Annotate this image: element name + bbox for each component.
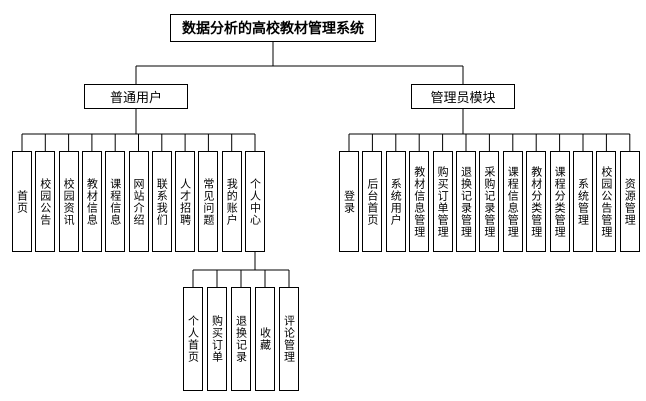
user-leaf-4: 课程信息 <box>105 151 126 252</box>
user-leaf-label: 个人中心 <box>248 177 262 226</box>
user-leaf-label: 课程信息 <box>108 177 122 226</box>
admin-leaf-label: 课程分类管理 <box>553 165 567 238</box>
personal-center-leaf-2: 退换记录 <box>231 287 251 391</box>
personal-center-leaf-label: 购买订单 <box>210 315 224 363</box>
admin-leaf-0: 登录 <box>339 151 359 252</box>
user-leaf-label: 校园资讯 <box>62 177 76 226</box>
admin-leaf-label: 购买订单管理 <box>436 165 450 238</box>
user-leaf-7: 人才招聘 <box>175 151 196 252</box>
admin-leaf-4: 购买订单管理 <box>432 151 453 252</box>
admin-leaf-8: 教材分类管理 <box>526 151 547 252</box>
user-leaf-1: 校园公告 <box>35 151 56 252</box>
personal-center-leaf-label: 个人首页 <box>186 315 200 363</box>
user-leaf-2: 校园资讯 <box>58 151 79 252</box>
root-node: 数据分析的高校教材管理系统 <box>170 14 376 42</box>
admin-leaf-2: 系统用户 <box>385 151 406 252</box>
admin-leaf-label: 后台首页 <box>365 177 379 226</box>
admin-group-node: 管理员模块 <box>411 84 515 109</box>
user-leaf-0: 首页 <box>12 151 32 252</box>
admin-leaf-label: 校园公告管理 <box>599 165 613 238</box>
admin-leaf-6: 采购记录管理 <box>479 151 500 252</box>
user-leaf-5: 网站介绍 <box>128 151 149 252</box>
user-group-label: 普通用户 <box>109 91 162 106</box>
admin-leaf-10: 系统管理 <box>573 151 593 252</box>
user-leaf-label: 首页 <box>15 189 29 214</box>
user-leaf-label: 校园公告 <box>38 177 52 226</box>
personal-center-leaf-label: 评论管理 <box>282 315 296 363</box>
admin-leaf-3: 教材信息管理 <box>409 151 430 252</box>
admin-leaf-label: 登录 <box>342 189 356 214</box>
admin-leaf-label: 系统用户 <box>389 177 403 226</box>
personal-center-leaf-label: 收藏 <box>258 327 272 351</box>
admin-leaf-label: 采购记录管理 <box>482 165 496 238</box>
personal-center-leaf-0: 个人首页 <box>183 287 203 391</box>
user-leaf-3: 教材信息 <box>81 151 102 252</box>
user-leaf-label: 人才招聘 <box>178 177 192 226</box>
user-leaf-8: 常见问题 <box>198 151 219 252</box>
personal-center-leaf-1: 购买订单 <box>207 287 227 391</box>
user-group-node: 普通用户 <box>84 84 188 109</box>
admin-leaf-label: 系统管理 <box>576 177 590 226</box>
admin-leaf-7: 课程信息管理 <box>502 151 523 252</box>
user-leaf-10: 个人中心 <box>245 151 265 252</box>
admin-leaf-label: 课程信息管理 <box>506 165 520 238</box>
personal-center-leaf-4: 评论管理 <box>279 287 299 391</box>
personal-center-leaf-3: 收藏 <box>255 287 275 391</box>
user-leaf-label: 网站介绍 <box>132 177 145 226</box>
root-title: 数据分析的高校教材管理系统 <box>182 21 364 37</box>
user-leaf-6: 联系我们 <box>151 151 172 252</box>
user-leaf-9: 我的账户 <box>221 151 242 252</box>
admin-group-label: 管理员模块 <box>430 91 496 106</box>
user-leaf-label: 常见问题 <box>201 177 215 226</box>
admin-leaf-label: 资源管理 <box>623 177 637 226</box>
admin-leaf-label: 教材分类管理 <box>529 165 543 238</box>
admin-leaf-label: 退换记录管理 <box>459 165 473 238</box>
admin-leaf-1: 后台首页 <box>362 151 383 252</box>
personal-center-leaf-label: 退换记录 <box>234 315 248 363</box>
user-leaf-label: 联系我们 <box>155 177 169 226</box>
user-leaf-label: 教材信息 <box>85 177 99 226</box>
user-leaf-label: 我的账户 <box>225 177 239 226</box>
admin-leaf-label: 教材信息管理 <box>412 165 426 238</box>
admin-leaf-5: 退换记录管理 <box>456 151 476 252</box>
admin-leaf-11: 校园公告管理 <box>596 151 617 252</box>
admin-leaf-9: 课程分类管理 <box>549 151 570 252</box>
admin-leaf-12: 资源管理 <box>619 151 640 252</box>
